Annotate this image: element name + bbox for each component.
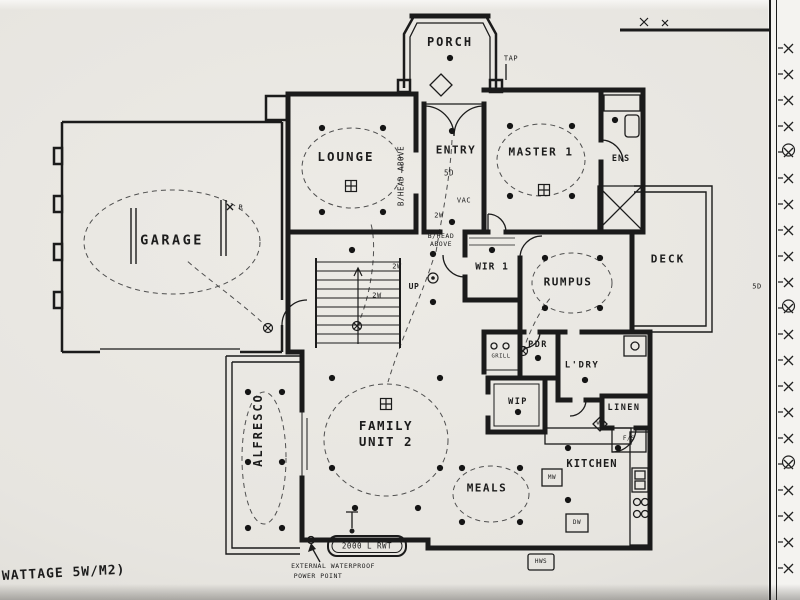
annotation-2w-hall-a: 2W (392, 262, 402, 271)
annotation-external-wp-line1: EXTERNAL WATERPROOF (291, 561, 375, 570)
annotation-bulkhead-line1: B/HEAD (427, 231, 455, 240)
room-label-porch: PORCH (426, 35, 474, 49)
annotation-grill: GRILL (491, 353, 511, 360)
room-label-kitchen: KITCHEN (566, 457, 618, 470)
room-label-pdr: PDR (528, 339, 548, 350)
shower-symbol (597, 185, 643, 231)
deck-outline (634, 185, 713, 333)
room-label-master1: MASTER 1 (508, 145, 574, 159)
fridge-space-box (611, 427, 647, 453)
room-label-linen: LINEN (607, 402, 641, 413)
room-label-family-line2: UNIT 2 (358, 433, 414, 449)
smoke-detector-symbol (427, 272, 439, 284)
annotation-bulkhead-line2: ABOVE (429, 239, 453, 248)
annotation-5d-margin: 5D (752, 282, 762, 291)
garage-light-battens (130, 200, 227, 264)
annotation-remote: R (238, 203, 244, 212)
room-label-lounge: LOUNGE (317, 148, 375, 164)
legend-symbol-marks (778, 36, 800, 576)
porch-diamond-feature (429, 73, 453, 97)
room-label-laundry: L'DRY (564, 360, 600, 371)
annotation-2w-entry: 2W (434, 211, 444, 220)
switch-symbols (262, 272, 529, 357)
annotation-2w-hall-b: 2W (372, 291, 382, 300)
annotation-external-wp-line2: POWER POINT (293, 571, 343, 580)
annotation-fridge-space: F/S (622, 435, 636, 442)
walls-garage-porch (52, 14, 504, 354)
annotation-rainwater-tank: 2000 L RWT (341, 541, 393, 551)
fan-light-symbols (344, 179, 551, 411)
room-label-rumpus: RUMPUS (543, 275, 593, 289)
walls-thin-fixtures (100, 22, 713, 571)
pole-light-symbol (346, 511, 358, 528)
annotation-dishwasher: DW (572, 519, 582, 526)
washing-machine-symbol (592, 416, 608, 432)
annotation-washing-machine: WM (596, 420, 604, 427)
room-label-wip: WIP (508, 396, 528, 407)
annotation-microwave: MW (547, 474, 557, 481)
annotation-bulkhead-vertical: B/HEAD ABOVE (396, 145, 406, 207)
external-power-point-symbol (306, 535, 316, 545)
legend-strip (620, 0, 800, 600)
room-label-family-line1: FAMILY (358, 417, 414, 433)
dishwasher-box (565, 513, 589, 533)
garage-r-symbol (226, 203, 234, 211)
stairs (315, 258, 401, 348)
annotation-vac: VAC (456, 196, 472, 205)
hot-water-system-box (527, 553, 555, 571)
stairs-up-arrow (353, 266, 363, 344)
room-label-meals: MEALS (466, 481, 508, 495)
arrow-head (308, 543, 316, 552)
annotation-up: UP (408, 282, 420, 291)
room-label-wir1: WIR 1 (475, 261, 509, 273)
room-label-entry: ENTRY (435, 143, 477, 157)
alfresco-outline (225, 355, 302, 555)
annotation-tap: TAP (503, 54, 519, 63)
room-label-deck: DECK (650, 252, 686, 266)
rainwater-tank (327, 535, 407, 557)
room-label-garage: GARAGE (140, 232, 204, 249)
room-label-ensuite: ENS (611, 153, 631, 164)
annotation-5d-entry: 5D (443, 168, 455, 178)
microwave-box (541, 468, 563, 487)
wiring-dashed-layer (83, 123, 613, 525)
walls-thick (285, 13, 653, 551)
room-label-alfresco: ALFRESCO (251, 393, 265, 467)
downlight-symbols (244, 54, 622, 532)
annotation-hws: HWS (534, 558, 548, 565)
